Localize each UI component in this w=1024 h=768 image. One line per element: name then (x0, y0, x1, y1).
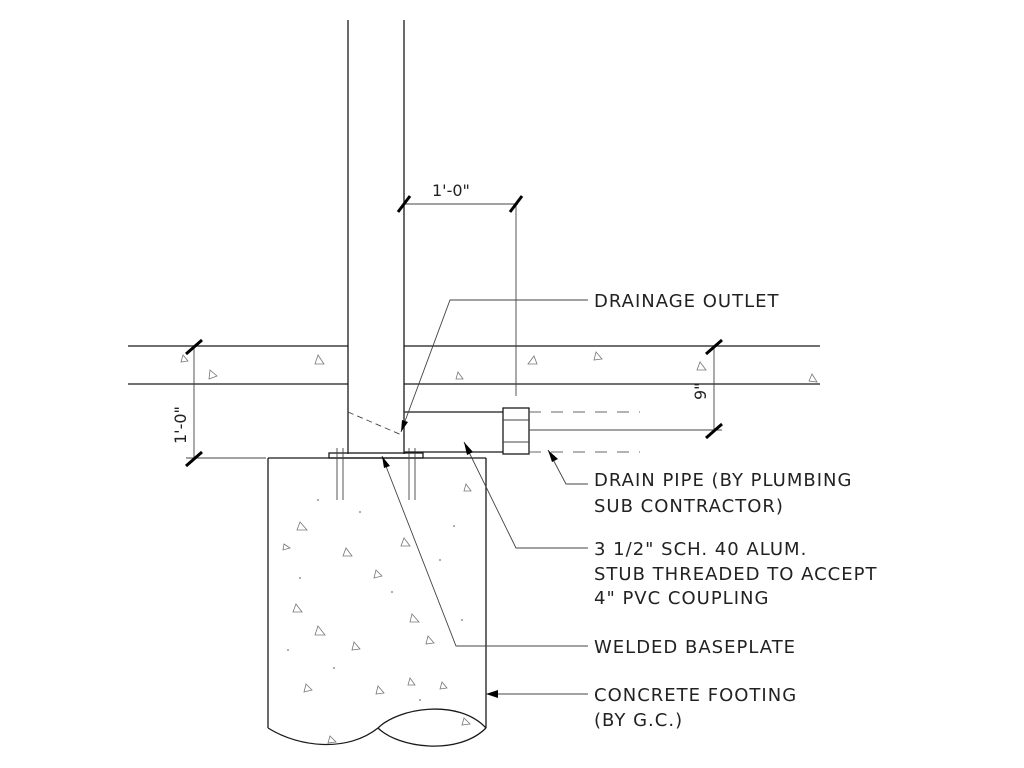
callout-concrete-footing-line1: CONCRETE FOOTING (594, 685, 797, 706)
concrete-slab (128, 345, 820, 385)
steel-post (347, 20, 405, 454)
dimension-top-label: 1'-0" (432, 181, 470, 200)
callout-drain-pipe-line1: DRAIN PIPE (BY PLUMBING (594, 470, 852, 491)
aluminum-stub (347, 407, 530, 455)
dimension-top (396, 195, 524, 396)
leaders (381, 299, 588, 698)
dimension-right-label: 9" (691, 382, 710, 400)
callout-welded-baseplate: WELDED BASEPLATE (594, 637, 796, 658)
callout-drain-pipe-line2: SUB CONTRACTOR) (594, 496, 784, 517)
drain-pipe (529, 411, 640, 453)
welded-baseplate (328, 448, 424, 500)
callout-stub-line3: 4" PVC COUPLING (594, 588, 769, 609)
callout-drainage-outlet: DRAINAGE OUTLET (594, 291, 780, 312)
callout-stub-line2: STUB THREADED TO ACCEPT (594, 564, 877, 585)
dimension-right (529, 338, 723, 440)
callout-concrete-footing-line2: (BY G.C.) (594, 710, 683, 731)
dimension-left-label: 1'-0" (171, 406, 190, 444)
dimension-left (185, 338, 266, 468)
concrete-footing (267, 457, 487, 747)
callout-stub-line1: 3 1/2" SCH. 40 ALUM. (594, 539, 807, 560)
